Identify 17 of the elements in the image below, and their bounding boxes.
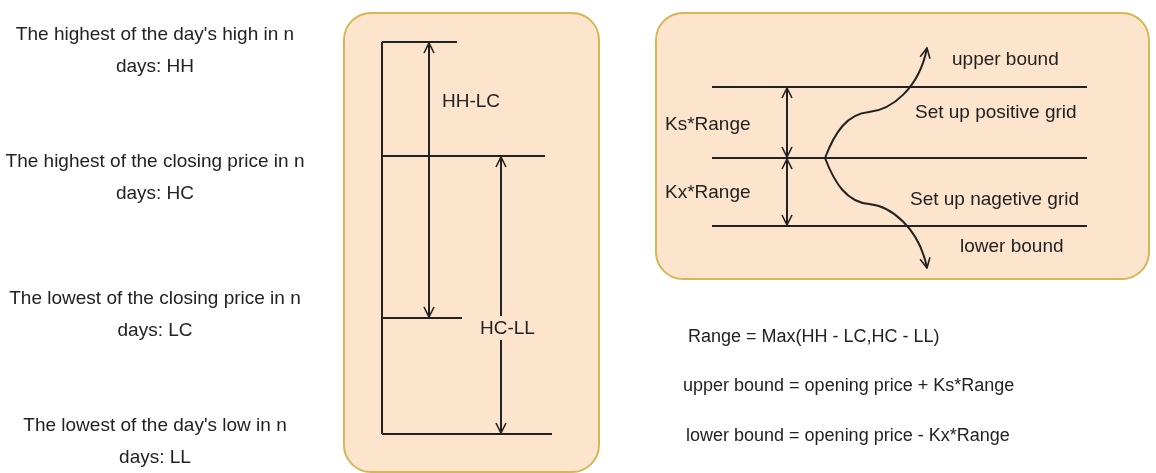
formula-text: Range = Max(HH - LC,HC - LL) bbox=[688, 326, 940, 347]
panel-label: HC-LL bbox=[478, 316, 537, 340]
level-description: The lowest of the closing price in n days: LC bbox=[8, 286, 302, 342]
panel-label: Kx*Range bbox=[664, 180, 752, 204]
panel-label: upper bound bbox=[951, 47, 1060, 71]
panel-label: Ks*Range bbox=[664, 112, 752, 136]
level-description: The lowest of the day's low in n days: LL bbox=[22, 413, 288, 469]
level-description: The highest of the closing price in n days: HC bbox=[5, 149, 305, 205]
formula-text: lower bound = opening price - Kx*Range bbox=[686, 425, 1010, 446]
level-description: The highest of the day's high in n days: HH bbox=[14, 22, 296, 78]
panel-label: Set up positive grid bbox=[914, 100, 1078, 124]
formula-text: upper bound = opening price + Ks*Range bbox=[683, 375, 1015, 396]
panel-label: Set up nagetive grid bbox=[909, 187, 1080, 211]
panel-label: HH-LC bbox=[441, 89, 502, 113]
diagram-panel bbox=[343, 12, 600, 473]
panel-label: lower bound bbox=[959, 234, 1065, 258]
diagram-panel bbox=[655, 12, 1150, 280]
